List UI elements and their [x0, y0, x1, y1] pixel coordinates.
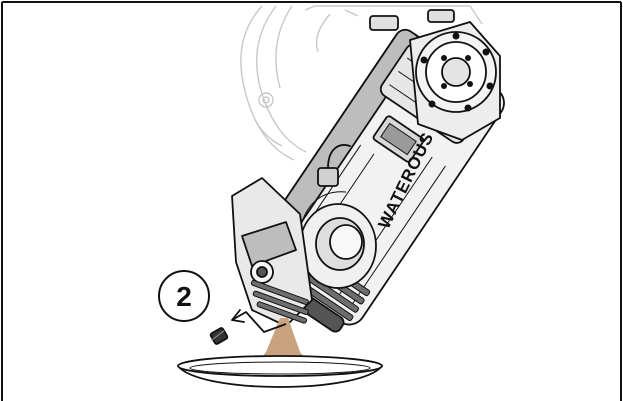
gear-end-cap	[299, 191, 377, 289]
callout-number: 2	[176, 281, 192, 312]
drain-housing	[231, 177, 313, 327]
mounting-flange	[369, 9, 501, 141]
drain-pan	[177, 355, 383, 388]
callout-badge: 2	[158, 270, 210, 322]
drain-plug-icon	[209, 327, 229, 345]
ghost-pump-outline	[240, 5, 483, 161]
transmission: WATEROUS	[231, 9, 505, 333]
breather-fitting	[317, 144, 351, 187]
arrow-icon	[231, 309, 287, 333]
